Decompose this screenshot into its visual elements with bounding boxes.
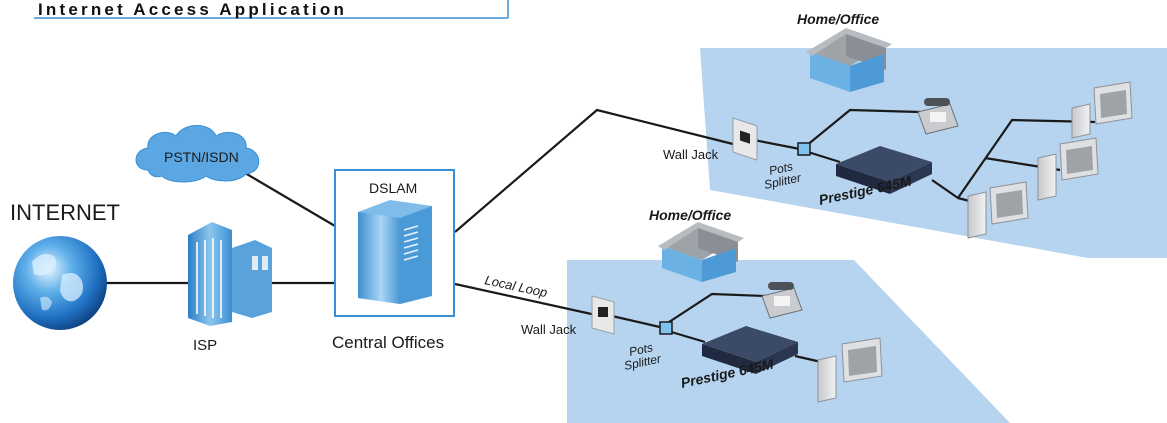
pstn-central-office-link — [244, 172, 336, 227]
central-offices-label: Central Offices — [332, 333, 444, 352]
wall-jack-label-1: Wall Jack — [663, 147, 719, 162]
phone-icon — [761, 282, 803, 319]
internet-node: INTERNET — [10, 200, 120, 330]
wall-jack-icon — [732, 117, 758, 161]
router-icon — [836, 146, 932, 194]
splitter-phone-link-1 — [805, 108, 921, 147]
local-loop-link — [454, 282, 597, 317]
title-bar: Internet Access Application — [34, 0, 509, 19]
house-icon — [806, 28, 892, 92]
home-office-label-1: Home/Office — [797, 11, 879, 27]
computer-icon — [817, 337, 883, 403]
co-home1-link — [454, 108, 734, 233]
splitter-phone-link-2 — [665, 292, 766, 325]
pots-label-2: Pots — [628, 340, 654, 359]
wall-jack-label-2: Wall Jack — [521, 322, 577, 337]
router-icon — [702, 326, 798, 374]
dslam-server-icon — [358, 200, 432, 304]
internet-label: INTERNET — [10, 200, 120, 225]
splitter-icon — [797, 142, 811, 156]
diagram-title: Internet Access Application — [38, 0, 347, 19]
splitter-icon — [659, 321, 673, 335]
jack-splitter-link-1 — [753, 138, 806, 152]
dslam-label: DSLAM — [369, 180, 417, 196]
central-office: DSLAM Central Offices — [332, 169, 455, 352]
globe-icon — [13, 236, 107, 330]
local-loop-label: Local Loop — [483, 272, 548, 300]
connections — [105, 108, 1096, 366]
isp-building-icon: ISP — [188, 222, 272, 354]
pots-label-1: Pots — [768, 159, 794, 178]
computer-icon — [1037, 137, 1099, 201]
isp-label: ISP — [193, 337, 217, 354]
computer-icon — [1071, 81, 1133, 139]
wall-jack-icon — [591, 295, 615, 335]
home-office-2: Home/Office Wall Jack Pots Splitter Pres… — [521, 207, 883, 403]
phone-icon — [917, 98, 959, 135]
home-office-floor-top — [700, 48, 1167, 258]
computer-icon — [967, 181, 1029, 239]
house-icon — [658, 222, 744, 282]
home-office-label-2: Home/Office — [649, 207, 731, 223]
splitter-router-link-2 — [667, 329, 706, 344]
cloud-icon: PSTN/ISDN — [135, 125, 260, 183]
splitter-router-link-1 — [807, 150, 841, 164]
home-office-1: Home/Office Wall Jack Pots Splitter Pres… — [663, 11, 1133, 239]
pstn-label: PSTN/ISDN — [164, 149, 239, 165]
jack-splitter-link-2 — [611, 314, 665, 330]
